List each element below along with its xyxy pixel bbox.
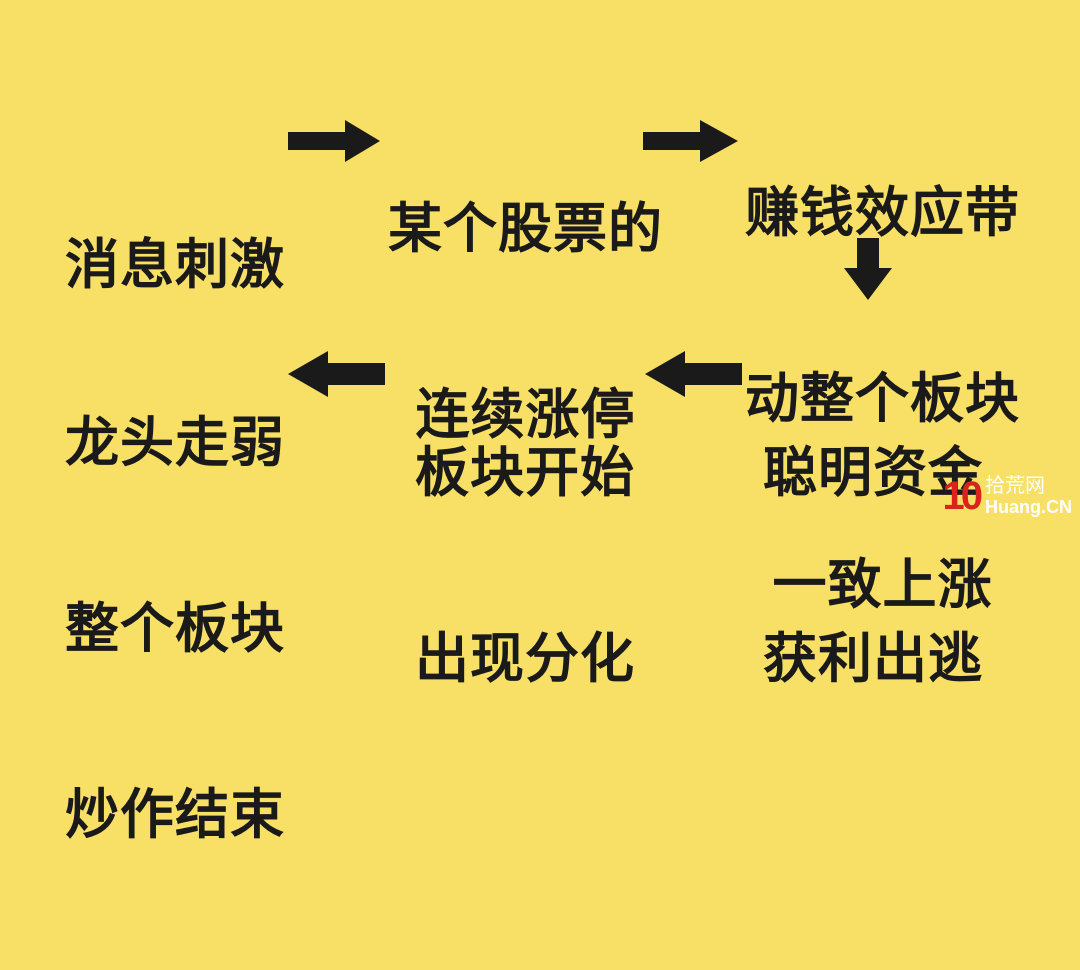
watermark-logo: 10 (942, 474, 983, 518)
node-line: 聪明资金 (763, 441, 983, 504)
watermark-text: 拾荒网 Huang.CN (985, 475, 1072, 517)
arrow-right-icon (643, 120, 738, 162)
node-line: 龙头走弱 (65, 411, 285, 474)
node-line: 整个板块 (65, 597, 285, 660)
watermark: 10 拾荒网 Huang.CN (943, 475, 1073, 517)
node-line: 动整个板块 (745, 367, 1020, 430)
node-line: 炒作结束 (65, 783, 285, 846)
node-news-stimulus: 消息刺激 (65, 110, 285, 420)
arrow-left-icon (288, 351, 385, 397)
node-line: 板块开始 (415, 441, 635, 504)
node-line: 出现分化 (415, 627, 635, 690)
arrow-down-icon (844, 238, 892, 300)
watermark-domain: Huang.CN (985, 497, 1072, 517)
node-line: 赚钱效应带 (745, 181, 1020, 244)
node-line: 消息刺激 (65, 233, 285, 296)
arrow-right-icon (288, 120, 380, 162)
node-line: 连续涨停 (415, 383, 636, 446)
arrow-left-icon (645, 351, 742, 397)
watermark-site-name: 拾荒网 (985, 475, 1045, 497)
node-stock-limit-up: 某个股票的 连续涨停 (388, 74, 663, 570)
node-line: 某个股票的 (388, 197, 663, 260)
node-line: 获利出逃 (763, 627, 983, 690)
arrows-layer (288, 120, 892, 397)
